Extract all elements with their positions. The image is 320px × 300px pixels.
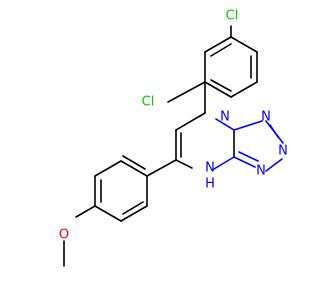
bond-pyrimidine-aryl <box>146 159 177 177</box>
bond-c-cl-left <box>167 81 206 103</box>
dichlorophenyl-ring <box>204 36 258 98</box>
atom-oxygen-methoxy: O <box>59 228 69 243</box>
methoxyphenyl-ring <box>94 155 148 222</box>
atom-chlorine-left: Cl <box>142 95 155 110</box>
atom-nitrogen-bridge: N <box>220 110 230 125</box>
atom-hydrogen-nh: H <box>205 177 215 192</box>
molecule-structure-diagram: Cl Cl N N N N N H O <box>59 9 288 267</box>
atom-nitrogen-tetrazole-right: N <box>278 144 288 159</box>
tetrazole-ring <box>233 120 284 172</box>
atom-nitrogen-tetrazole-bottom: N <box>256 164 266 179</box>
atom-nitrogen-nh: N <box>205 161 215 176</box>
atom-chlorine-top: Cl <box>226 9 239 24</box>
bond-aryl-o <box>75 205 96 218</box>
atom-nitrogen-tetrazole-top: N <box>261 110 271 125</box>
dihydropyrimidine-ring <box>175 112 235 170</box>
